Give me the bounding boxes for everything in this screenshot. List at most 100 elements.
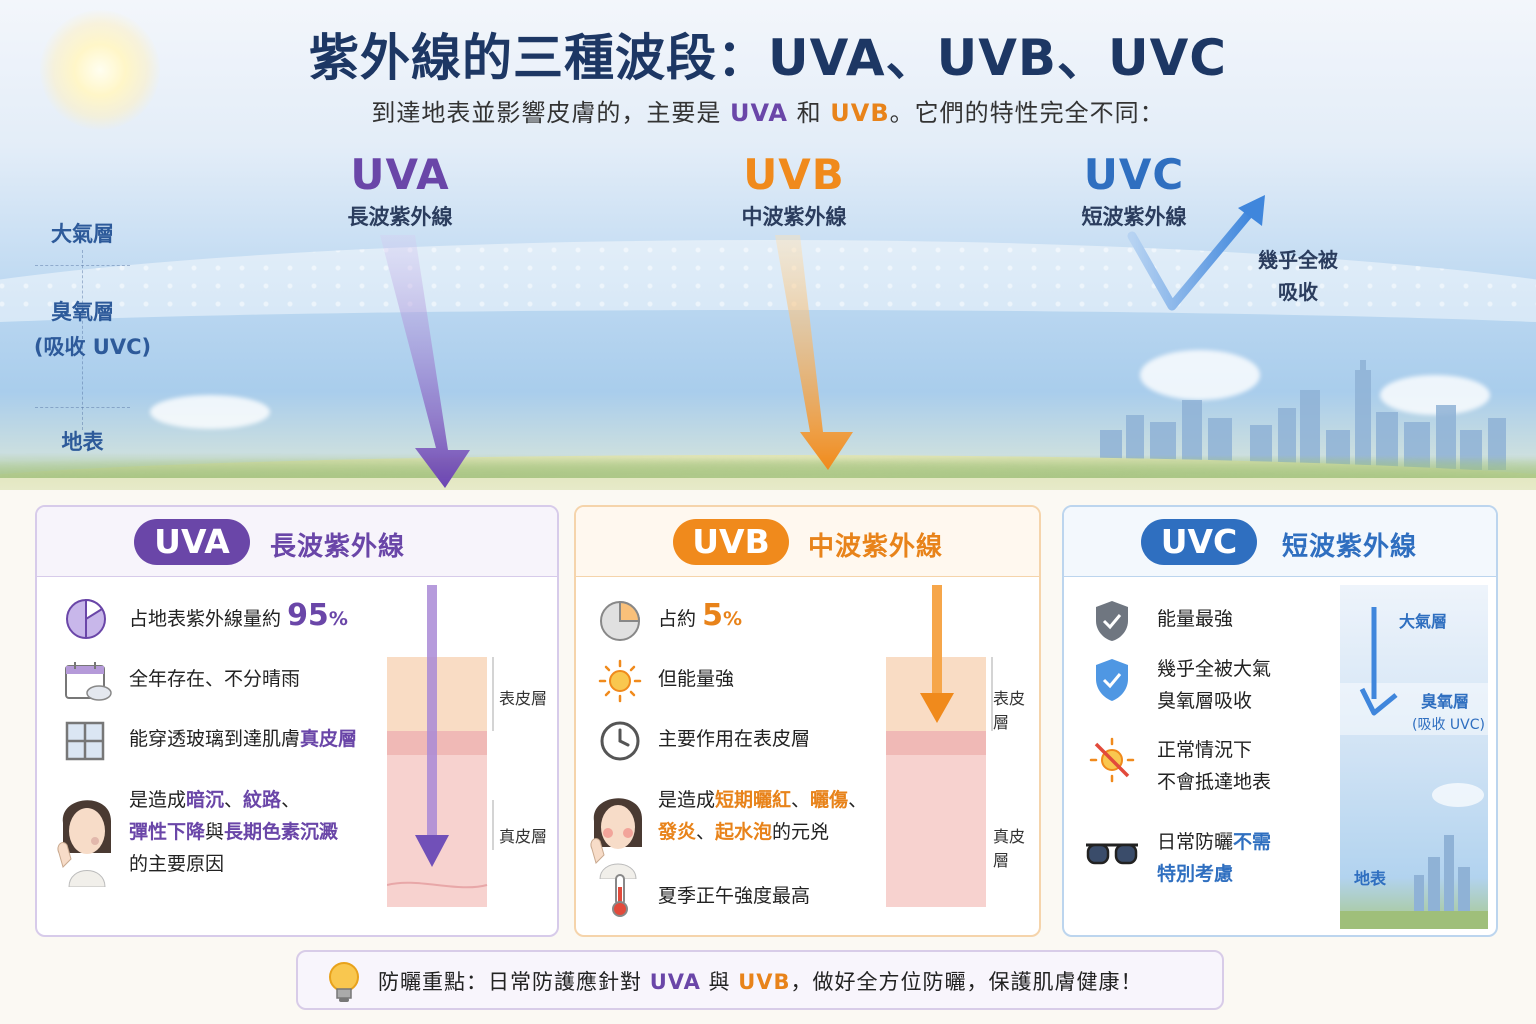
- uva-row-3-text: 能穿透玻璃到達肌膚: [129, 728, 301, 750]
- tip-uvb: UVB: [738, 970, 791, 994]
- window-icon: [65, 721, 105, 761]
- uva-row-4-a: 是造成: [129, 789, 187, 811]
- layer-label-ozone-note: (吸收 UVC): [33, 335, 152, 359]
- sun-icon: [598, 659, 642, 703]
- uvc-mini-sky-diagram: [1340, 585, 1488, 929]
- layer-label-atmosphere: 大氣層: [51, 222, 114, 246]
- thermometer-icon: [612, 874, 628, 917]
- uvb-row-4: 是造成短期曬紅、曬傷、發炎、起水泡的元兇: [658, 784, 898, 848]
- no-sun-icon: [1089, 737, 1135, 783]
- tip-and: 與: [708, 970, 731, 994]
- lightbulb-icon: [329, 962, 359, 1002]
- uvc-mini-label-ozone: 臭氧層: [1421, 692, 1470, 711]
- uva-row-3: 能穿透玻璃到達肌膚真皮層: [129, 723, 357, 755]
- wave-desc-uvc: 短波紫外線: [1081, 205, 1187, 229]
- layer-divider-vertical: [82, 250, 83, 430]
- uvc-row-3-a: 正常情況下: [1157, 739, 1253, 761]
- uva-row-1-text: 占地表紫外線量約: [129, 608, 282, 630]
- uva-row-4-g: 與: [205, 821, 225, 843]
- uvc-arrow-head: [1238, 195, 1265, 226]
- subtitle-uva: UVA: [729, 99, 788, 127]
- tip-text-a: 防曬重點：日常防護應針對: [378, 970, 642, 994]
- uva-row-4-h: 長期色素沉澱: [224, 821, 339, 843]
- uvb-row-4-d: 曬傷: [810, 789, 849, 811]
- wave-name-uva: UVA: [350, 150, 450, 199]
- uvb-row-1-text: 占約: [658, 608, 697, 630]
- uvc-absorb-label: 幾乎全被 吸收: [1238, 244, 1358, 308]
- uva-skin-label-top: 表皮層: [499, 689, 548, 708]
- uva-row-4-i: 的主要原因: [129, 853, 225, 875]
- wave-label-uvb: UVB 中波紫外線: [712, 150, 876, 231]
- uvc-row-2-a: 幾乎全被大氣: [1157, 658, 1272, 680]
- wave-name-uvc: UVC: [1083, 150, 1185, 199]
- cloud-icon: [150, 395, 270, 429]
- uva-row-4: 是造成暗沉、紋路、彈性下降與長期色素沉澱的主要原因: [129, 784, 399, 880]
- uvc-row-3-b: 不會抵達地表: [1157, 771, 1272, 793]
- uvc-mini-label-ground: 地表: [1354, 869, 1387, 888]
- layer-label-ozone: 臭氧層: [51, 300, 114, 324]
- pie-chart-icon: [66, 598, 106, 639]
- card-uvc: UVC 短波紫外線 能量最強 幾乎全被大氣 臭氧層吸收 正常情況下 不會抵達地表…: [1062, 505, 1498, 937]
- uva-skin-label-bottom: 真皮層: [499, 827, 548, 846]
- tip-uva: UVA: [649, 970, 701, 994]
- uvc-arrow: [1127, 205, 1257, 311]
- card-uvb: UVB 中波紫外線 占約 5% 但能量強 主要作用在表皮層 是造成短期曬紅、曬傷…: [574, 505, 1041, 937]
- uvc-row-4-b: 不需: [1233, 831, 1272, 853]
- clock-icon: [600, 721, 640, 761]
- uvb-row-4-a: 是造成: [658, 789, 716, 811]
- sky-scene: [0, 0, 1536, 490]
- uva-row-4-e: 、: [281, 789, 301, 811]
- uvb-row-1-pct: 5: [702, 598, 723, 633]
- uvc-absorb-line-2: 吸收: [1278, 280, 1318, 304]
- uvc-row-1: 能量最強: [1157, 608, 1234, 630]
- uvb-arrow: [775, 235, 853, 470]
- wave-label-uvc: UVC 短波紫外線: [1052, 150, 1216, 231]
- card-uva: UVA 長波紫外線 占地表紫外線量約 95% 全年存在、不分晴雨 能穿透玻璃到達…: [35, 505, 559, 937]
- uva-skin-diagram: [387, 585, 494, 907]
- uvb-card-title: 中波紫外線: [808, 532, 944, 562]
- uva-row-2: 全年存在、不分晴雨: [129, 668, 301, 690]
- cloud-icon: [1140, 350, 1260, 400]
- wave-desc-uva: 長波紫外線: [347, 205, 453, 229]
- uvb-row-4-g: 、: [696, 821, 716, 843]
- uva-row-4-d: 紋路: [243, 789, 282, 811]
- uva-pill: UVA: [134, 519, 250, 565]
- uvb-skin-label-top: 表皮層: [993, 689, 1026, 732]
- uvc-row-4-a: 日常防曬: [1157, 831, 1234, 853]
- uvb-row-4-f: 發炎: [658, 821, 697, 843]
- uva-row-3-em: 真皮層: [300, 728, 358, 750]
- uva-row-1-unit: %: [328, 608, 348, 630]
- uvb-row-4-c: 、: [791, 789, 811, 811]
- uvc-row-2-b: 臭氧層吸收: [1157, 690, 1253, 712]
- uvb-skin-diagram: [886, 585, 993, 907]
- sunburned-face-icon: [590, 798, 642, 879]
- face-touching-cheek-icon: [57, 800, 111, 887]
- uvc-mini-label-atmosphere: 大氣層: [1399, 612, 1448, 631]
- sunglasses-icon: [1086, 843, 1138, 865]
- sun-icon: [40, 10, 160, 130]
- page-subtitle: 到達地表並影響皮膚的，主要是 UVA 和 UVB。它們的特性完全不同：: [0, 93, 1536, 128]
- wave-desc-uvb: 中波紫外線: [741, 205, 847, 229]
- uvb-row-5: 夏季正午強度最高: [658, 885, 811, 907]
- uva-row-4-f: 彈性下降: [129, 821, 206, 843]
- shield-check-icon: [1096, 659, 1128, 701]
- uvb-row-4-h: 起水泡: [715, 821, 773, 843]
- uvc-row-4-c: 特別考慮: [1157, 863, 1234, 885]
- uva-arrow: [380, 235, 470, 488]
- tip-text-b: ，做好全方位防曬，保護肌膚健康！: [790, 970, 1143, 994]
- tree-line: [0, 448, 1536, 478]
- wave-name-uvb: UVB: [743, 150, 845, 199]
- uvc-card-title: 短波紫外線: [1282, 532, 1418, 562]
- uva-row-1-pct: 95: [287, 598, 329, 633]
- wave-label-uva: UVA 長波紫外線: [318, 150, 482, 231]
- uva-row-4-c: 、: [224, 789, 244, 811]
- uva-row-1: 占地表紫外線量約 95%: [129, 600, 348, 635]
- uva-card-title: 長波紫外線: [270, 532, 406, 562]
- wave-arrows: [380, 195, 1265, 488]
- uvc-mini-label-ozone-note: (吸收 UVC): [1412, 717, 1485, 733]
- uvc-absorb-line-1: 幾乎全被: [1258, 248, 1338, 272]
- card-uvb-header: UVB 中波紫外線: [576, 507, 1039, 577]
- tip-text: 防曬重點：日常防護應針對 UVA 與 UVB，做好全方位防曬，保護肌膚健康！: [378, 966, 1143, 996]
- uvc-pill: UVC: [1141, 519, 1257, 565]
- uvc-row-3: 正常情況下 不會抵達地表: [1157, 734, 1271, 798]
